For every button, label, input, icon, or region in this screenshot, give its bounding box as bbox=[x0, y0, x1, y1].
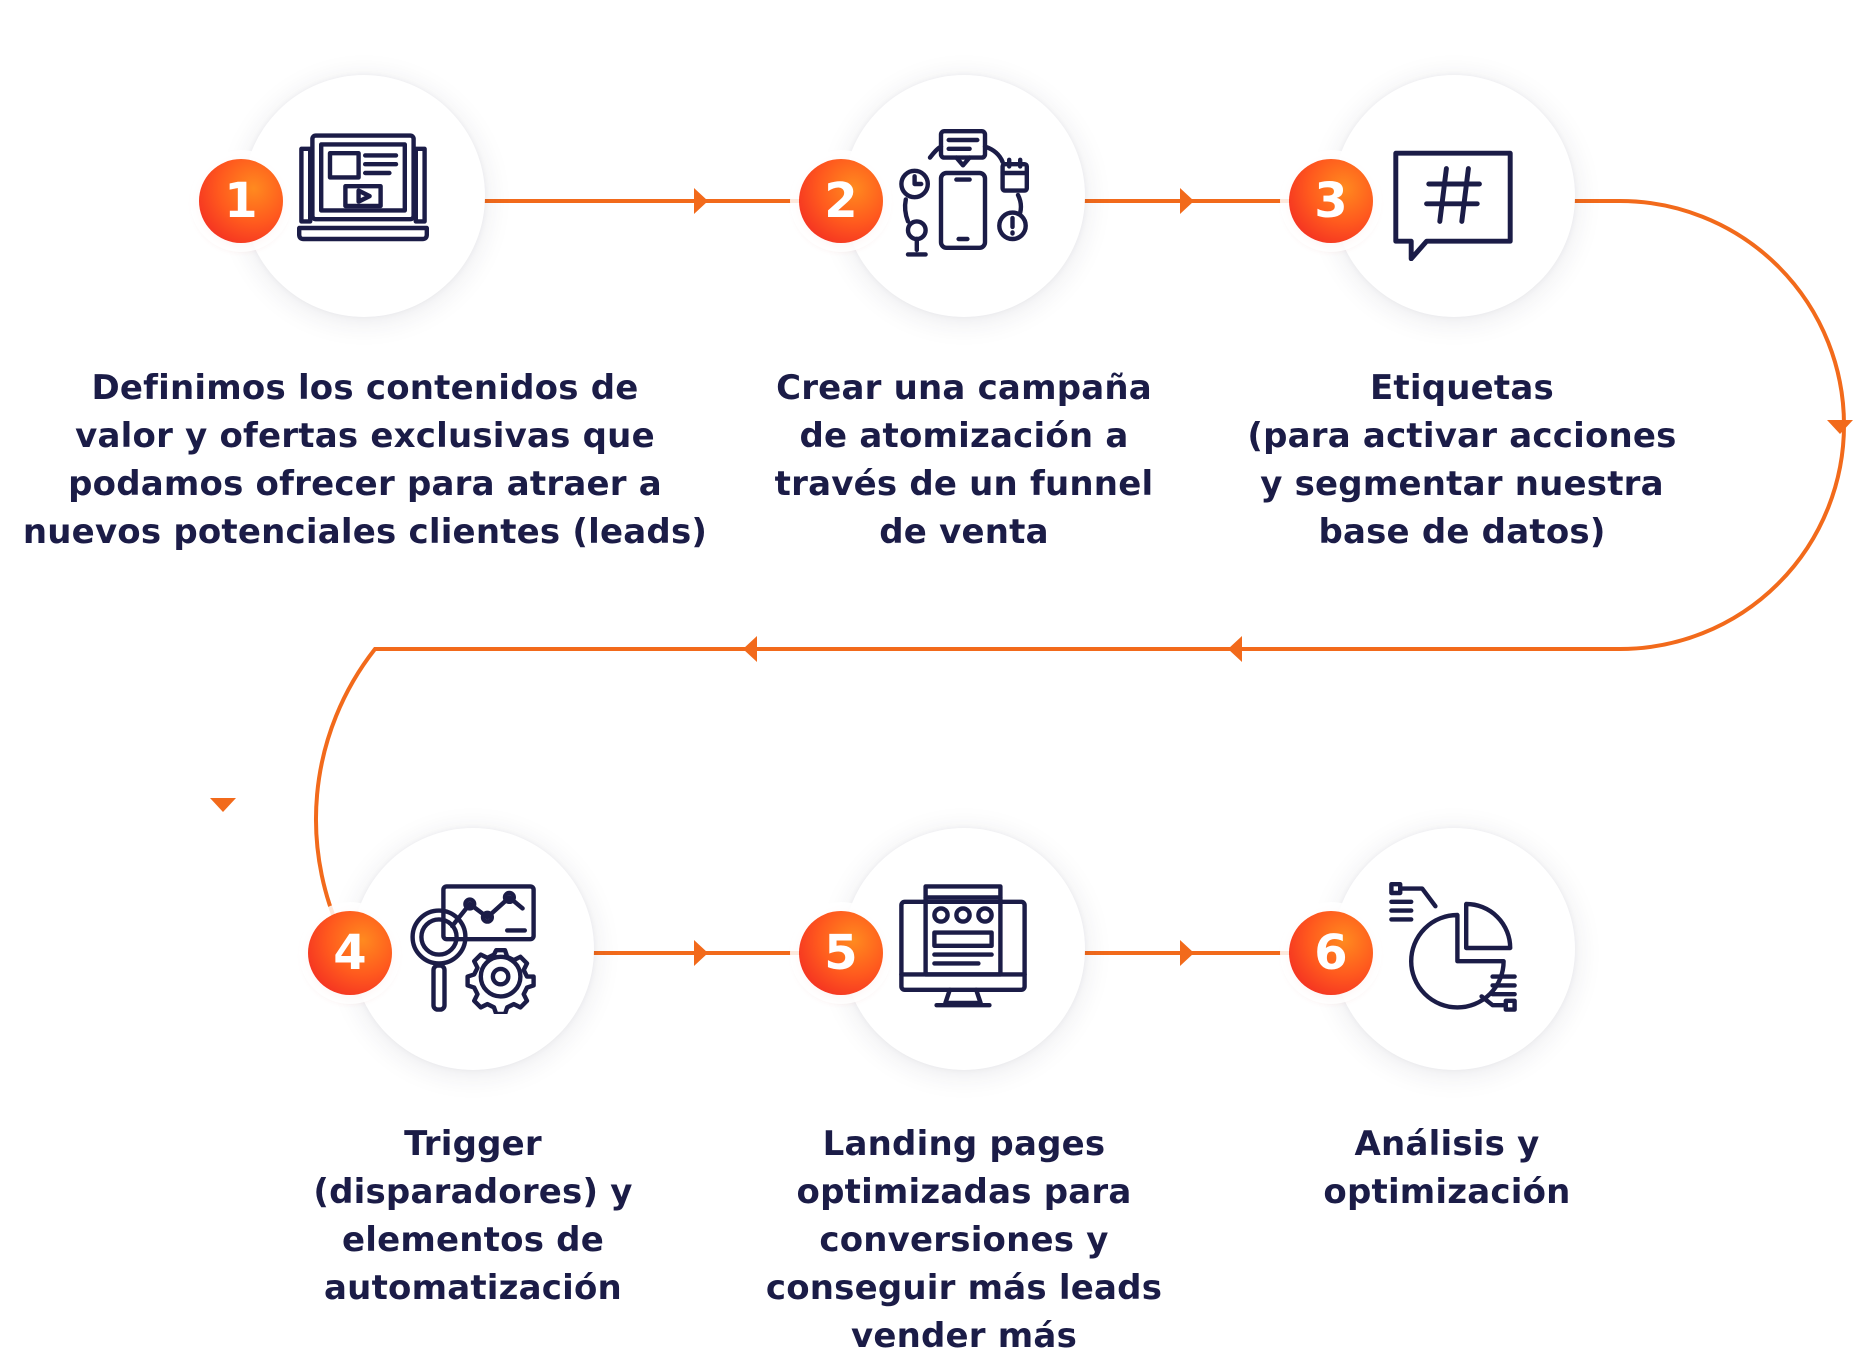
step-5-line-4: conseguir más leads bbox=[765, 1268, 1163, 1308]
step-1-number-badge: 1 bbox=[199, 159, 283, 243]
step-3-number-badge: 3 bbox=[1289, 159, 1373, 243]
arrow-left-2 bbox=[743, 636, 757, 662]
hashtag-chat-icon bbox=[1393, 150, 1513, 261]
step-6-circle bbox=[1333, 828, 1575, 1070]
arrow-right-4 bbox=[1180, 940, 1194, 966]
step-1-circle bbox=[243, 75, 485, 317]
step-6-number-badge: 6 bbox=[1289, 911, 1373, 995]
step-5-line-2: optimizadas para bbox=[796, 1172, 1132, 1212]
arrow-right-2 bbox=[1180, 188, 1194, 214]
step-1-line-4: nuevos potenciales clientes (leads) bbox=[22, 512, 708, 552]
pie-chart-analysis-icon bbox=[1389, 882, 1517, 1012]
step-2-label: Crear una campaña de atomización a travé… bbox=[714, 364, 1214, 556]
step-3-circle bbox=[1333, 75, 1575, 317]
step-4-line-1: Trigger bbox=[404, 1124, 542, 1164]
mobile-campaign-icon bbox=[899, 129, 1029, 257]
step-2-line-4: de venta bbox=[879, 512, 1049, 552]
step-6-label: Análisis y optimización bbox=[1237, 1120, 1657, 1216]
step-6-line-2: optimización bbox=[1323, 1172, 1571, 1212]
arrow-right-3 bbox=[694, 940, 708, 966]
step-3-line-3: y segmentar nuestra bbox=[1260, 464, 1664, 504]
step-2-number-badge: 2 bbox=[799, 159, 883, 243]
step-5-line-1: Landing pages bbox=[822, 1124, 1106, 1164]
arrow-down-right bbox=[1827, 420, 1853, 434]
step-3-label: Etiquetas (para activar acciones y segme… bbox=[1197, 364, 1727, 556]
step-5-circle bbox=[843, 828, 1085, 1070]
step-4-line-3: elementos de bbox=[342, 1220, 604, 1260]
step-2-circle bbox=[843, 75, 1085, 317]
step-4-line-4: automatización bbox=[324, 1268, 622, 1308]
analytics-gear-icon bbox=[410, 884, 536, 1014]
step-3-line-2: (para activar acciones bbox=[1247, 416, 1677, 456]
step-1-line-3: podamos ofrecer para atraer a bbox=[68, 464, 662, 504]
step-5-label: Landing pages optimizadas para conversio… bbox=[714, 1120, 1214, 1360]
step-4-number-badge: 4 bbox=[308, 911, 392, 995]
laptop-content-icon bbox=[297, 133, 429, 242]
step-4-label: Trigger (disparadores) y elementos de au… bbox=[238, 1120, 708, 1312]
landing-page-monitor-icon bbox=[899, 884, 1027, 1008]
arrow-down-left bbox=[210, 798, 236, 812]
step-4-circle bbox=[352, 828, 594, 1070]
step-3-line-4: base de datos) bbox=[1318, 512, 1606, 552]
step-1-label: Definimos los contenidos de valor y ofer… bbox=[10, 364, 720, 556]
arrow-left-1 bbox=[1228, 636, 1242, 662]
step-6-line-1: Análisis y bbox=[1354, 1124, 1540, 1164]
step-1-line-2: valor y ofertas exclusivas que bbox=[75, 416, 655, 456]
step-4-line-2: (disparadores) y bbox=[313, 1172, 633, 1212]
step-2-line-3: través de un funnel bbox=[774, 464, 1154, 504]
step-2-line-1: Crear una campaña bbox=[776, 368, 1152, 408]
step-3-line-1: Etiquetas bbox=[1370, 368, 1554, 408]
step-1-line-1: Definimos los contenidos de bbox=[91, 368, 639, 408]
step-5-line-5: vender más bbox=[850, 1316, 1078, 1356]
step-2-line-2: de atomización a bbox=[799, 416, 1129, 456]
step-5-number-badge: 5 bbox=[799, 911, 883, 995]
step-5-line-3: conversiones y bbox=[819, 1220, 1109, 1260]
arrow-right-1 bbox=[694, 188, 708, 214]
